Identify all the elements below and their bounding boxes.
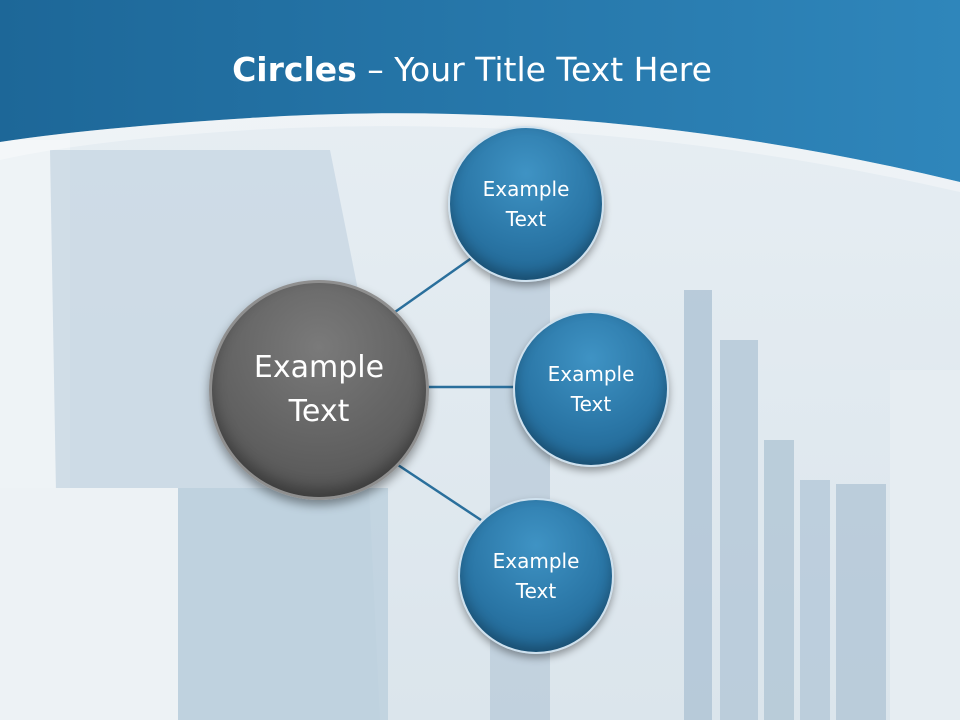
satellite-circle-3: Example Text xyxy=(458,498,614,654)
slide-title: Circles – Your Title Text Here xyxy=(0,50,944,89)
connector-line-3 xyxy=(394,461,482,522)
title-bold: Circles xyxy=(232,50,357,89)
center-circle-label: Example Text xyxy=(253,350,385,429)
satellite-circle-label: Example Text xyxy=(492,549,580,603)
satellite-circle-label: Example Text xyxy=(547,362,635,416)
satellite-circle-2: Example Text xyxy=(513,311,669,467)
center-circle: Example Text xyxy=(209,280,429,500)
title-rest: – Your Title Text Here xyxy=(356,50,712,89)
satellite-circle-1: Example Text xyxy=(448,126,604,282)
satellite-circle-label: Example Text xyxy=(482,177,570,231)
connectors xyxy=(394,255,515,522)
connector-line-1 xyxy=(394,255,474,314)
